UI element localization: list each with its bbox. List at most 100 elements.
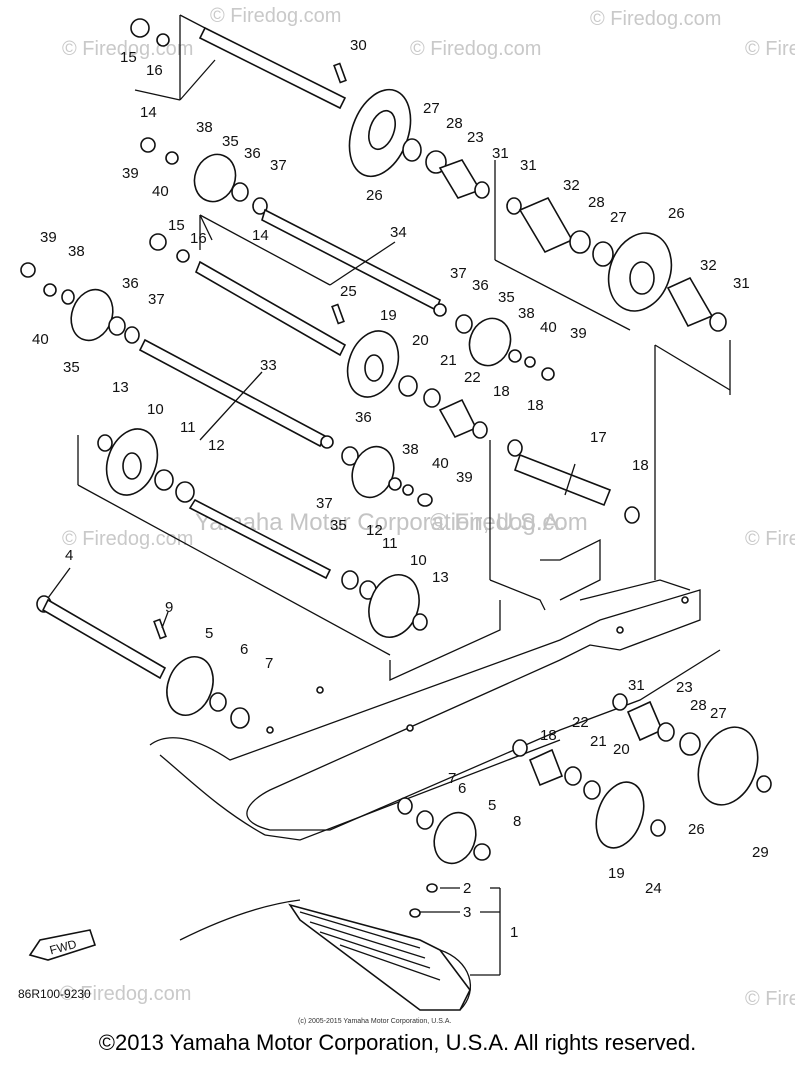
callout-35b: 35 [63, 359, 80, 376]
callout-30: 30 [350, 37, 367, 54]
callout-5: 5 [205, 625, 213, 642]
callout-20b: 20 [613, 741, 630, 758]
callout-25: 25 [340, 283, 357, 300]
left-shaft-33 [20, 262, 433, 507]
axle-shaft-33 [138, 338, 327, 448]
callout-31c: 31 [733, 275, 750, 292]
callout-38b: 38 [68, 243, 85, 260]
front-axle-4 [36, 595, 250, 729]
callouts: 1 2 3 4 5 5 6 6 7 7 8 9 10 10 11 11 12 1… [32, 37, 769, 941]
small-copyright: (c) 2005-2015 Yamaha Motor Corporation, … [298, 1018, 451, 1025]
callout-40c: 40 [540, 319, 557, 336]
callout-26: 26 [366, 187, 383, 204]
drive-track [179, 883, 501, 1011]
callout-34: 34 [390, 224, 407, 241]
callout-9: 9 [165, 599, 173, 616]
cotter-pin [333, 62, 347, 84]
diagram-code: 86R100-9230 [18, 987, 91, 1001]
callout-23: 23 [467, 129, 484, 146]
parts-diagram: © Firedog.com © Firedog.com © Firedog.co… [18, 5, 795, 1025]
callout-29: 29 [752, 844, 769, 861]
callout-18d: 18 [540, 727, 557, 744]
callout-31: 31 [492, 145, 509, 162]
callout-36d: 36 [355, 409, 372, 426]
callout-18c: 18 [632, 457, 649, 474]
callout-23b: 23 [676, 679, 693, 696]
callout-18: 18 [493, 383, 510, 400]
spacer-tube [438, 159, 482, 199]
callout-12: 12 [208, 437, 225, 454]
rear-axle-assembly [130, 14, 490, 199]
axle-shaft [188, 498, 332, 580]
callout-36b: 36 [122, 275, 139, 292]
callout-39b: 39 [40, 229, 57, 246]
callout-32: 32 [563, 177, 580, 194]
idler-wheel-large [697, 726, 759, 806]
watermark: © Firedog.com [210, 5, 341, 27]
callout-21b: 21 [590, 733, 607, 750]
watermark-center-2: © Firedog.com [430, 509, 588, 536]
leader-lines [47, 89, 576, 629]
callout-28c: 28 [690, 697, 707, 714]
callout-16: 16 [146, 62, 163, 79]
callout-36c: 36 [472, 277, 489, 294]
wheel [193, 153, 237, 203]
callout-6: 6 [240, 641, 248, 658]
callout-14: 14 [140, 104, 157, 121]
callout-19b: 19 [608, 865, 625, 882]
callout-27c: 27 [710, 705, 727, 722]
callout-35: 35 [222, 133, 239, 150]
callout-1: 1 [510, 924, 518, 941]
callout-26b: 26 [668, 205, 685, 222]
callout-28: 28 [446, 115, 463, 132]
callout-20: 20 [412, 332, 429, 349]
callout-5b: 5 [488, 797, 496, 814]
mid-right-wheel [433, 303, 555, 381]
callout-40b: 40 [32, 331, 49, 348]
callout-2: 2 [463, 880, 471, 897]
callout-38d: 38 [402, 441, 419, 458]
callout-36: 36 [244, 145, 261, 162]
callout-11: 11 [180, 419, 196, 436]
fwd-label: FWD [48, 937, 78, 958]
watermark: © Firedog.com [62, 528, 193, 550]
watermarks: © Firedog.com © Firedog.com © Firedog.co… [60, 5, 795, 1010]
callout-40: 40 [152, 183, 169, 200]
callout-10b: 10 [410, 552, 427, 569]
callout-11b: 11 [382, 535, 398, 552]
callout-14b: 14 [252, 227, 269, 244]
callout-22: 22 [464, 369, 481, 386]
spacer-tube [518, 196, 574, 254]
callout-27: 27 [423, 100, 440, 117]
rear-axle-shaft [198, 26, 347, 110]
callout-35d: 35 [330, 517, 347, 534]
upper-shaft-assembly [140, 137, 488, 439]
callout-40d: 40 [432, 455, 449, 472]
callout-35c: 35 [498, 289, 515, 306]
nut [130, 18, 150, 38]
callout-37c: 37 [450, 265, 467, 282]
callout-38: 38 [196, 119, 213, 136]
bearing [402, 138, 422, 162]
callout-28b: 28 [588, 194, 605, 211]
callout-17: 17 [590, 429, 607, 446]
callout-39c: 39 [570, 325, 587, 342]
copyright-footer: ©2013 Yamaha Motor Corporation, U.S.A. A… [98, 1030, 697, 1055]
watermark: © Firedog.com [410, 38, 541, 60]
callout-15: 15 [120, 49, 137, 66]
callout-32b: 32 [700, 257, 717, 274]
callout-3: 3 [463, 904, 471, 921]
callout-37b: 37 [148, 291, 165, 308]
callout-31d: 31 [628, 677, 645, 694]
callout-39d: 39 [456, 469, 473, 486]
axle-shaft-14 [194, 260, 347, 357]
callout-4: 4 [65, 547, 73, 564]
callout-33: 33 [260, 357, 277, 374]
callout-7b: 7 [448, 770, 456, 787]
callout-31b: 31 [520, 157, 537, 174]
callout-38c: 38 [518, 305, 535, 322]
lower-right-wheels [397, 693, 772, 865]
callout-26c: 26 [688, 821, 705, 838]
callout-18b: 18 [527, 397, 544, 414]
callout-15b: 15 [168, 217, 185, 234]
